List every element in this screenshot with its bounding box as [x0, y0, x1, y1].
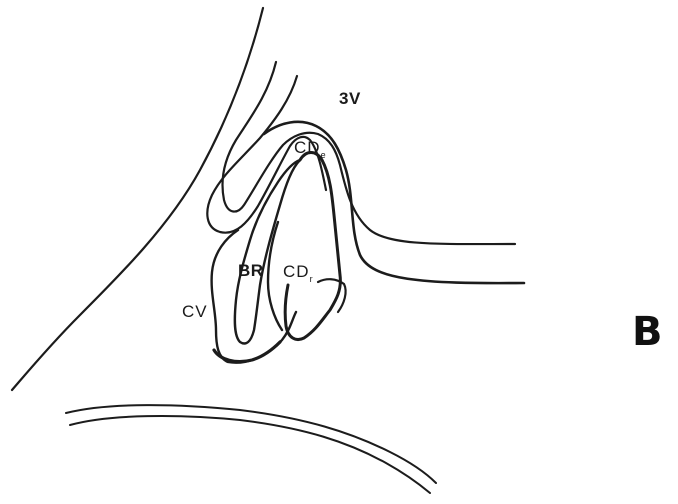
cv-lower-edge [214, 342, 280, 362]
label-cd-top-sub: e [321, 150, 327, 160]
label-cd-top: CDe [294, 138, 327, 160]
label-cd-top-main: CD [294, 138, 321, 157]
label-cd-mid-sub: r [310, 274, 314, 284]
lower-band-bottom-line [70, 416, 430, 493]
label-3v: 3V [339, 89, 361, 108]
label-br: BR [238, 261, 264, 280]
label-cd-mid-main: CD [283, 262, 310, 281]
outer-wall-line [12, 8, 263, 390]
panel-letter: B [632, 309, 663, 355]
cd-inner-loop [285, 153, 340, 340]
inner-fold-line [223, 62, 516, 244]
br-envelope [212, 230, 296, 363]
label-cv: CV [182, 302, 208, 321]
label-cd-mid: CDr [283, 262, 314, 284]
